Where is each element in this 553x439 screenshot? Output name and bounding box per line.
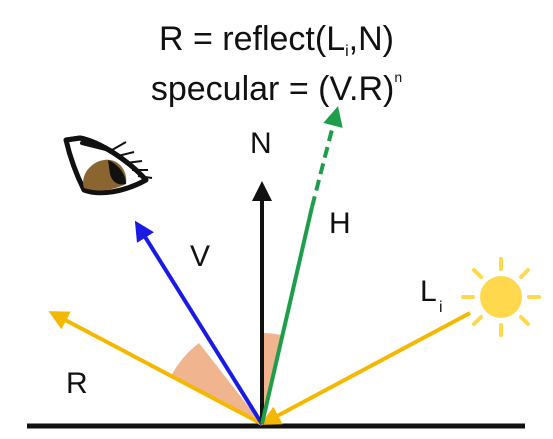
light-vector — [260, 311, 471, 425]
sun-icon — [461, 257, 541, 337]
view-vector — [134, 220, 264, 426]
label-reflect: R — [66, 367, 88, 400]
eye-icon — [63, 135, 153, 196]
formula-specular: specular = (V.R)n — [0, 70, 553, 106]
halfway-vector-extension — [310, 106, 343, 208]
formula-reflect-subscript: i — [345, 43, 349, 60]
angle-wedge-reflect-view — [171, 343, 262, 424]
formula-specular-exponent: n — [394, 69, 403, 85]
formula-reflect-tail: ,N) — [348, 20, 394, 58]
formula-reflect: R = reflect(Li,N) — [0, 22, 553, 60]
formula-specular-text: specular = (V.R) — [150, 70, 395, 108]
formula-reflect-text: R = reflect(L — [158, 20, 346, 58]
label-normal: N — [250, 127, 272, 160]
label-light-subscript: i — [439, 299, 443, 316]
halfway-vector — [260, 206, 314, 425]
label-light: L — [420, 275, 437, 308]
reflect-vector — [48, 311, 263, 426]
label-halfway: H — [329, 207, 351, 240]
label-view: V — [190, 240, 210, 273]
